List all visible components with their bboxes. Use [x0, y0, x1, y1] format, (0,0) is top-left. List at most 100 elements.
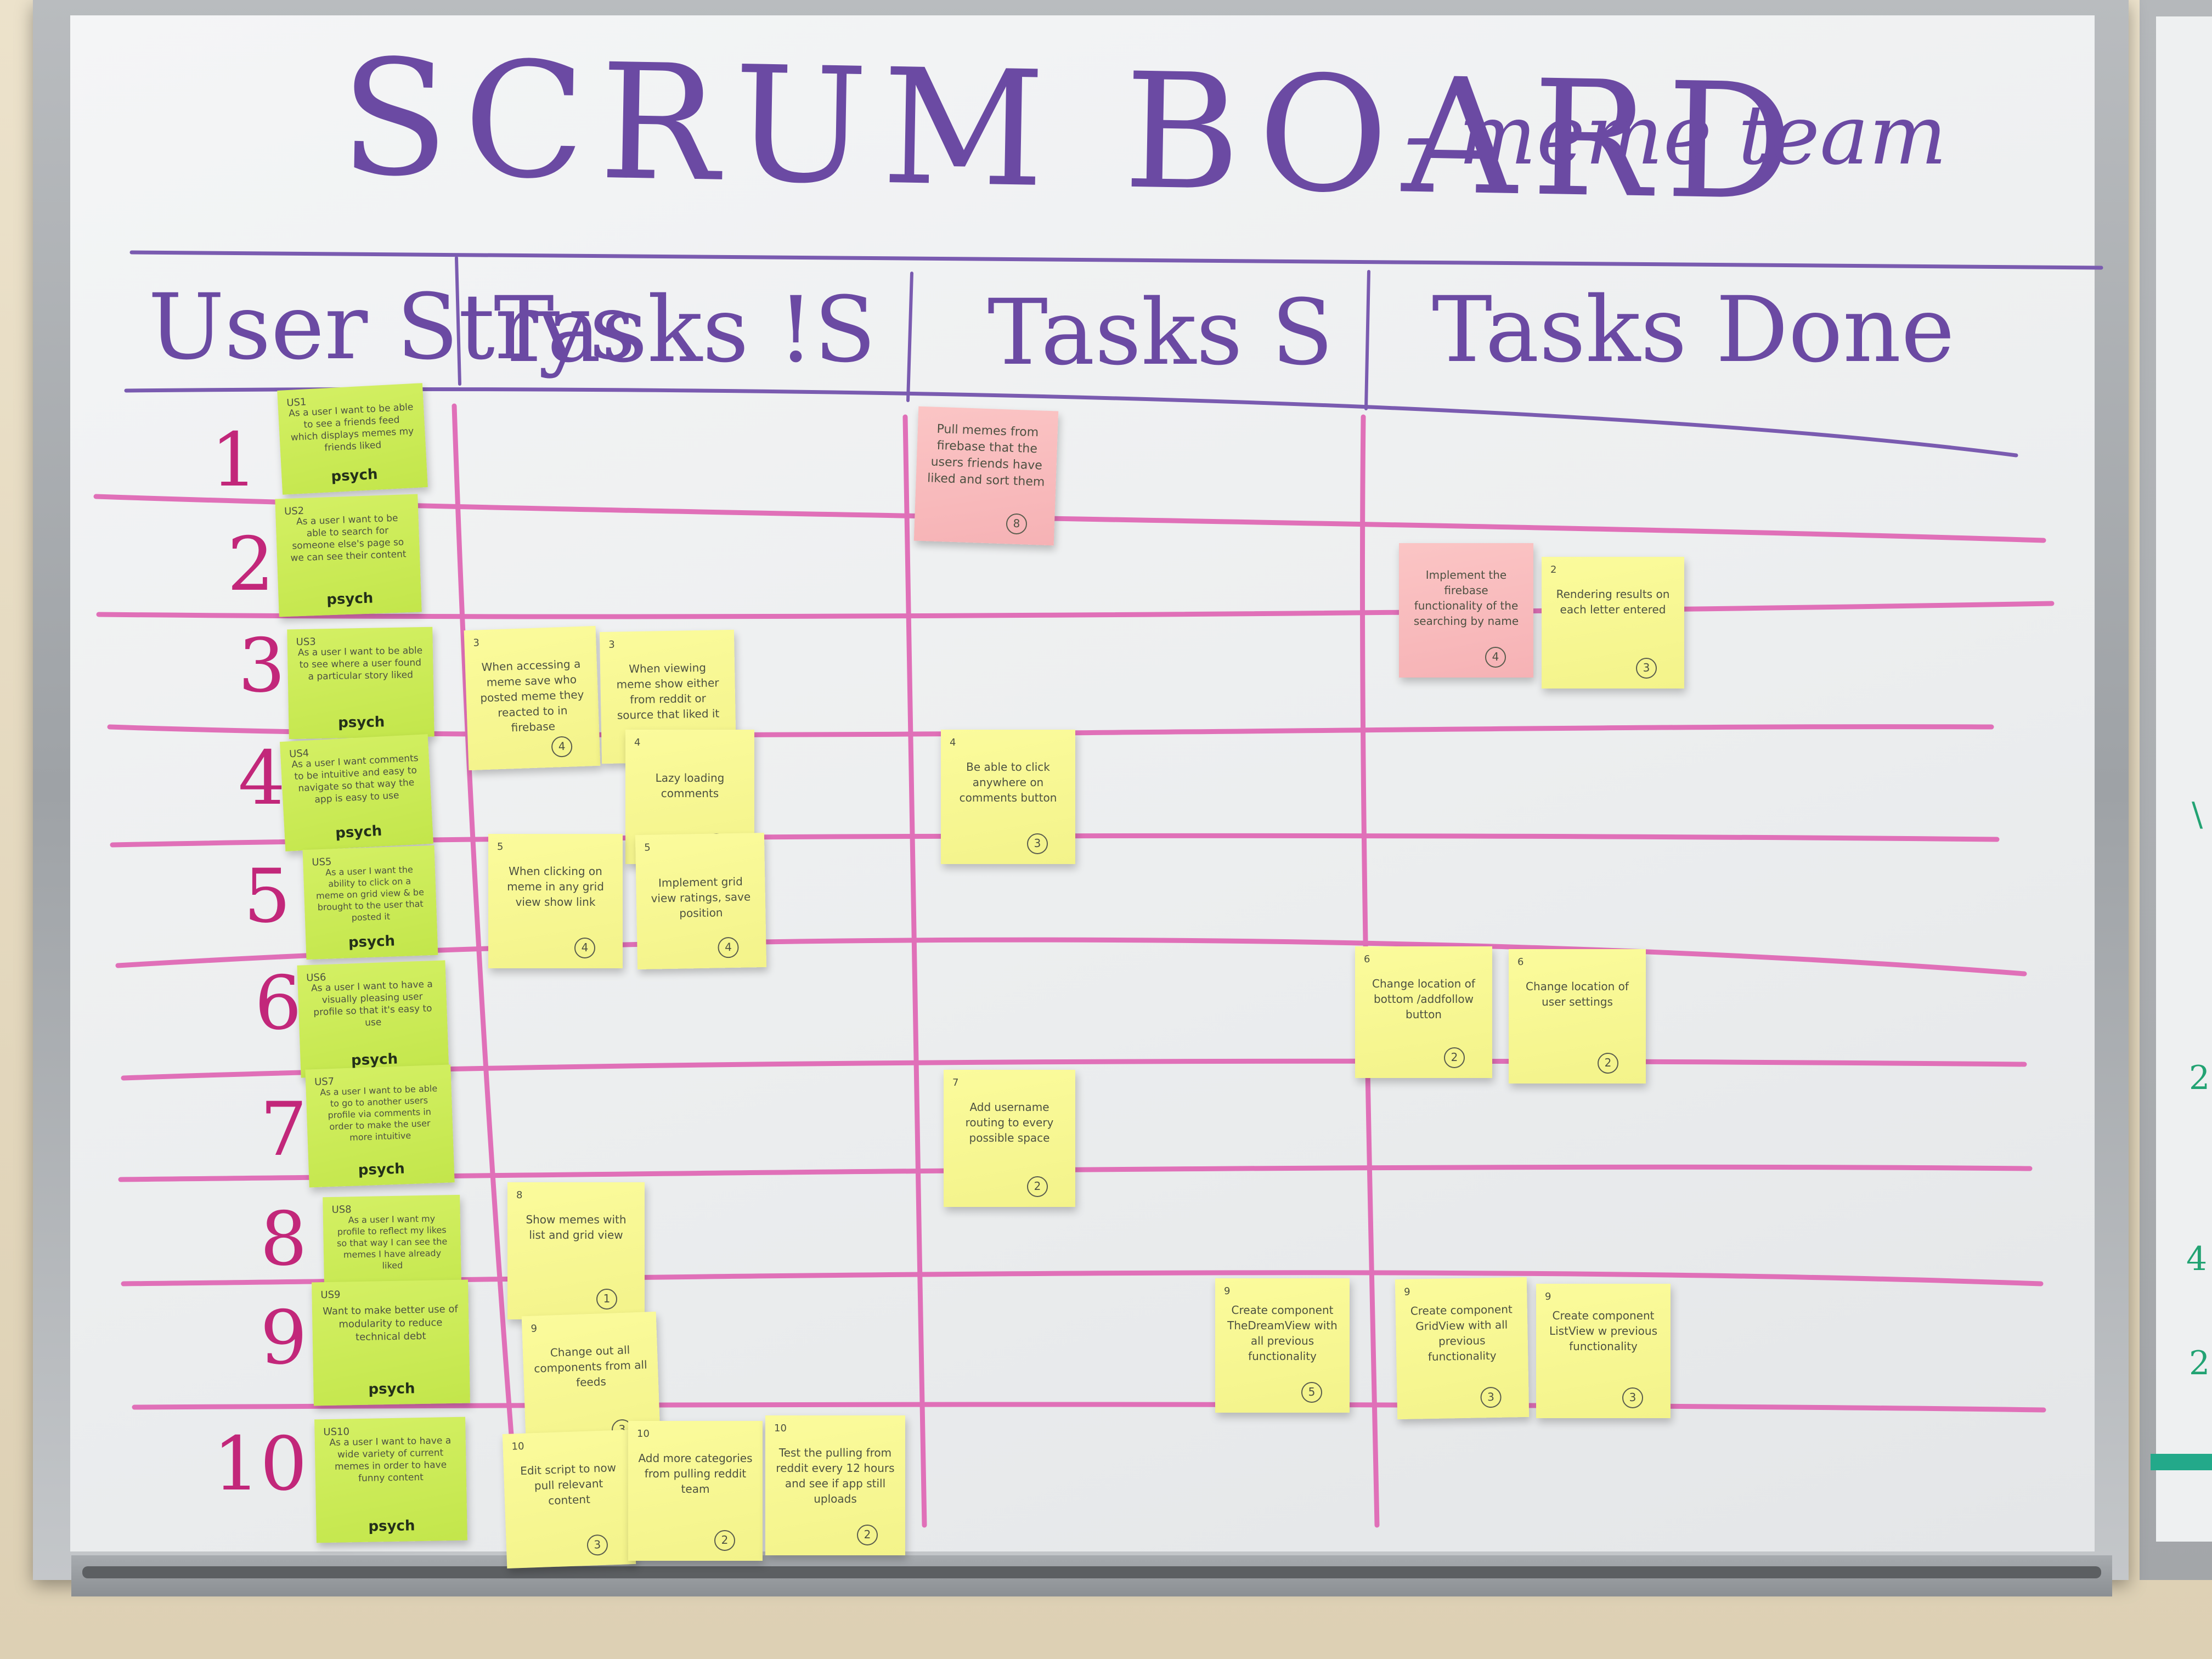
task-done-sticky[interactable]: 9 Create component GridView with all pre…	[1395, 1277, 1530, 1420]
sticky-brand: psych	[348, 933, 396, 951]
sticky-tag: 5	[644, 842, 651, 854]
grid-row-line-9	[132, 1402, 2046, 1413]
user-story-sticky-6[interactable]: US6 As a user I want to have a visually …	[297, 960, 449, 1078]
user-story-sticky-9[interactable]: US9 Want to make better use of modularit…	[312, 1279, 470, 1406]
sticky-points: 3	[1636, 658, 1657, 679]
row-number-9: 9	[260, 1295, 307, 1381]
sticky-text: Change location of bottom /addfollow but…	[1372, 977, 1475, 1021]
board-subtitle: - meme team	[1404, 88, 1947, 183]
row-number-4: 4	[238, 735, 285, 821]
sticky-tag: US8	[331, 1204, 352, 1216]
sticky-brand: psych	[358, 1160, 405, 1179]
sticky-points: 2	[714, 1530, 735, 1551]
task-not-started-sticky[interactable]: 5 Implement grid view ratings, save posi…	[635, 832, 767, 970]
neighbor-mark: \	[2192, 795, 2203, 834]
sticky-points: 4	[551, 736, 573, 758]
header-divider-1	[455, 256, 461, 386]
sticky-tag: 9	[1224, 1285, 1231, 1297]
row-number-5: 5	[244, 853, 291, 939]
sticky-text: As a user I want to have a visually plea…	[311, 979, 433, 1029]
sticky-text: As a user I want the ability to click on…	[315, 864, 425, 923]
user-story-sticky-4[interactable]: US4 As a user I want comments to be intu…	[279, 734, 434, 851]
task-started-sticky[interactable]: 4 Be able to click anywhere on comments …	[941, 730, 1075, 864]
sticky-text: As a user I want my profile to reflect m…	[336, 1213, 448, 1271]
neighbor-mark: 2	[2189, 1344, 2210, 1383]
sticky-tag: 2	[1550, 564, 1557, 575]
task-done-sticky[interactable]: Implement the firebase functionality of …	[1399, 543, 1533, 678]
sticky-tag: US4	[289, 747, 309, 760]
sticky-text: Change out all components from all feeds	[534, 1343, 647, 1389]
header-top-line	[129, 250, 2103, 270]
task-not-started-sticky[interactable]: 8 Show memes with list and grid view 1	[507, 1182, 645, 1319]
sticky-points: 2	[1598, 1053, 1618, 1074]
header-divider-3	[1364, 270, 1370, 410]
sticky-text: Want to make better use of modularity to…	[323, 1303, 458, 1344]
task-done-sticky[interactable]: 9 Create component ListView w previous f…	[1536, 1284, 1671, 1418]
sticky-tag: US3	[296, 636, 316, 648]
header-divider-2	[906, 272, 913, 402]
sticky-brand: psych	[330, 466, 379, 486]
sticky-text: Implement the firebase functionality of …	[1413, 568, 1519, 628]
column-header-tasks-done: Tasks Done	[1432, 277, 1955, 382]
sticky-text: Be able to click anywhere on comments bu…	[959, 760, 1057, 804]
task-not-started-sticky[interactable]: 10 Add more categories from pulling redd…	[628, 1421, 763, 1561]
sticky-tag: 4	[634, 737, 641, 748]
header-bottom-line	[124, 387, 2018, 458]
sticky-text: Create component ListView w previous fun…	[1549, 1309, 1657, 1353]
sticky-tag: 3	[473, 637, 480, 649]
sticky-brand: psych	[368, 1380, 415, 1398]
sticky-text: Add username routing to every possible s…	[965, 1101, 1054, 1144]
sticky-text: Lazy loading comments	[655, 771, 725, 800]
task-done-sticky[interactable]: 6 Change location of user settings 2	[1509, 949, 1646, 1084]
sticky-tag: 4	[950, 737, 956, 748]
column-header-tasks-not-started: Tasks !S	[494, 277, 876, 382]
task-done-sticky[interactable]: 2 Rendering results on each letter enter…	[1542, 557, 1684, 689]
user-story-sticky-5[interactable]: US5 As a user I want the ability to clic…	[302, 845, 438, 960]
user-story-sticky-3[interactable]: US3 As a user I want to be able to see w…	[287, 627, 435, 740]
sticky-tag: 7	[952, 1077, 959, 1088]
task-not-started-sticky[interactable]: 10 Test the pulling from reddit every 12…	[765, 1415, 905, 1555]
sticky-tag: 6	[1517, 956, 1524, 968]
grid-vertical-1	[452, 403, 521, 1528]
sticky-points: 5	[1301, 1382, 1322, 1403]
sticky-text: Edit script to now pull relevant content	[520, 1460, 617, 1508]
user-story-sticky-7[interactable]: US7 As a user I want to be able to go to…	[305, 1064, 455, 1188]
neighbor-mark: 2	[2189, 1059, 2210, 1097]
marker-tray-lip	[82, 1566, 2101, 1578]
sticky-text: Rendering results on each letter entered	[1556, 588, 1670, 616]
row-number-8: 8	[260, 1196, 307, 1282]
sticky-points: 1	[596, 1289, 617, 1310]
row-number-2: 2	[227, 521, 274, 607]
task-started-sticky[interactable]: Pull memes from firebase that the users …	[913, 406, 1059, 546]
sticky-points: 3	[586, 1534, 608, 1556]
sticky-tag: US10	[323, 1426, 350, 1438]
column-header-user-stories: User Strys	[148, 274, 636, 380]
user-story-sticky-1[interactable]: US1 As a user I want to be able to see a…	[277, 383, 428, 495]
sticky-tag: US5	[312, 856, 332, 868]
sticky-brand: psych	[335, 822, 382, 842]
task-done-sticky[interactable]: 6 Change location of bottom /addfollow b…	[1355, 946, 1492, 1078]
sticky-tag: 5	[497, 841, 504, 853]
sticky-points: 2	[857, 1525, 878, 1545]
sticky-text: Change location of user settings	[1526, 980, 1629, 1008]
sticky-points: 2	[1027, 1176, 1048, 1197]
sticky-points: 2	[1444, 1047, 1465, 1068]
sticky-text: As a user I want to be able to go to ano…	[319, 1083, 438, 1143]
sticky-points: 3	[1480, 1386, 1502, 1408]
sticky-tag: 10	[774, 1423, 787, 1434]
task-not-started-sticky[interactable]: 5 When clicking on meme in any grid view…	[488, 834, 623, 968]
task-started-sticky[interactable]: 7 Add username routing to every possible…	[944, 1070, 1075, 1207]
neighbor-whiteboard	[2156, 16, 2212, 1542]
sticky-text: When viewing meme show either from reddi…	[616, 661, 720, 722]
sticky-tag: US7	[314, 1075, 335, 1088]
user-story-sticky-10[interactable]: US10 As a user I want to have a wide var…	[314, 1417, 467, 1543]
sticky-text: As a user I want comments to be intuitiv…	[291, 753, 419, 806]
sticky-tag: 6	[1364, 953, 1370, 965]
neighbor-mark: 4	[2186, 1240, 2208, 1278]
task-not-started-sticky[interactable]: 10 Edit script to now pull relevant cont…	[502, 1429, 636, 1569]
sticky-tag: 10	[511, 1440, 524, 1453]
task-not-started-sticky[interactable]: 3 When accessing a meme save who posted …	[464, 625, 601, 771]
task-started-sticky[interactable]: 9 Create component TheDreamView with all…	[1215, 1278, 1350, 1413]
sticky-points: 8	[1006, 513, 1028, 535]
user-story-sticky-2[interactable]: US2 As a user I want to be able to searc…	[275, 494, 422, 617]
